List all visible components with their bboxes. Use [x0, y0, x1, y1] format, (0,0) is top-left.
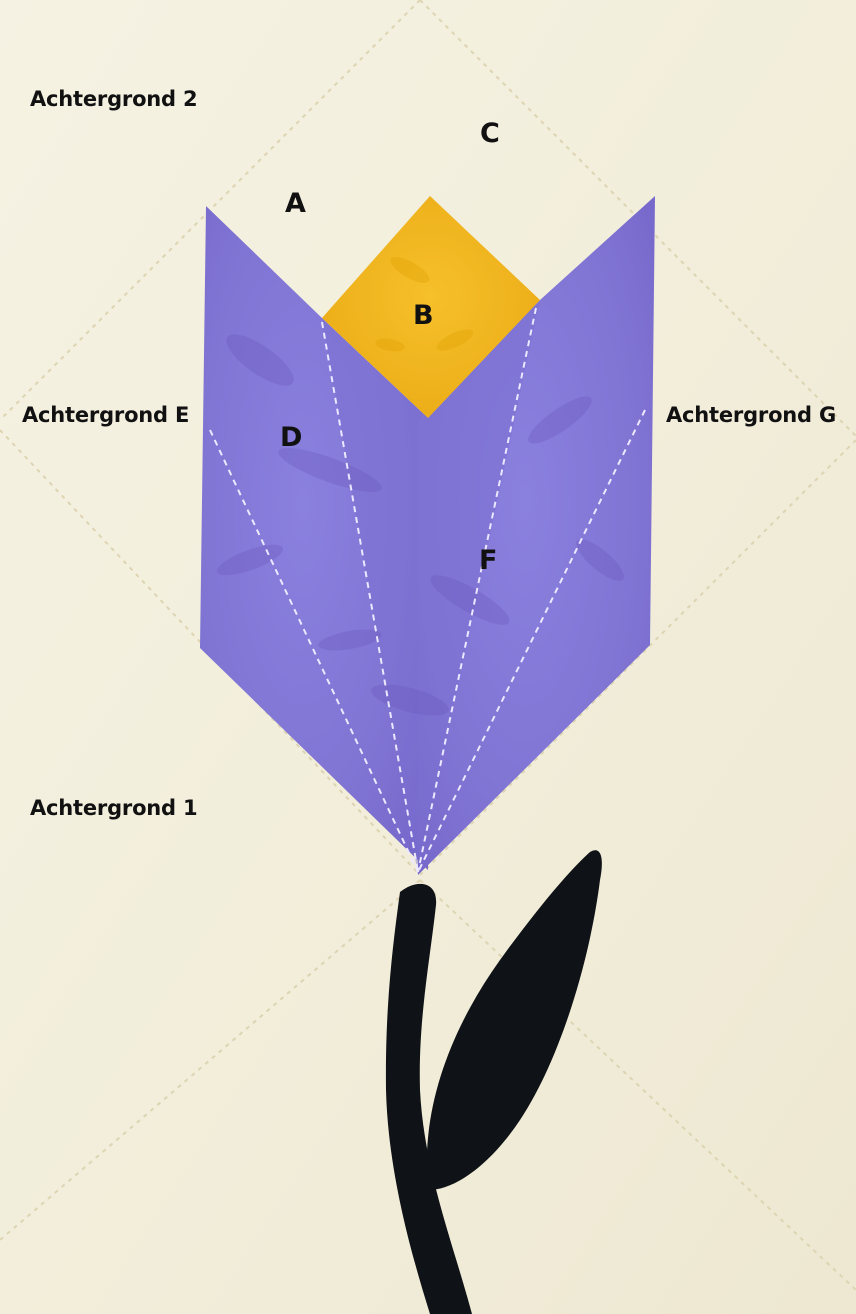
label-achtergrond-g: Achtergrond G [666, 405, 836, 426]
label-piece-f: F [479, 547, 497, 574]
label-piece-c: C [480, 120, 500, 147]
label-achtergrond-2: Achtergrond 2 [30, 89, 197, 110]
label-piece-d: D [280, 424, 302, 451]
label-piece-b: B [413, 302, 434, 329]
label-achtergrond-e: Achtergrond E [22, 405, 189, 426]
label-achtergrond-1: Achtergrond 1 [30, 798, 197, 819]
label-piece-a: A [285, 190, 306, 217]
